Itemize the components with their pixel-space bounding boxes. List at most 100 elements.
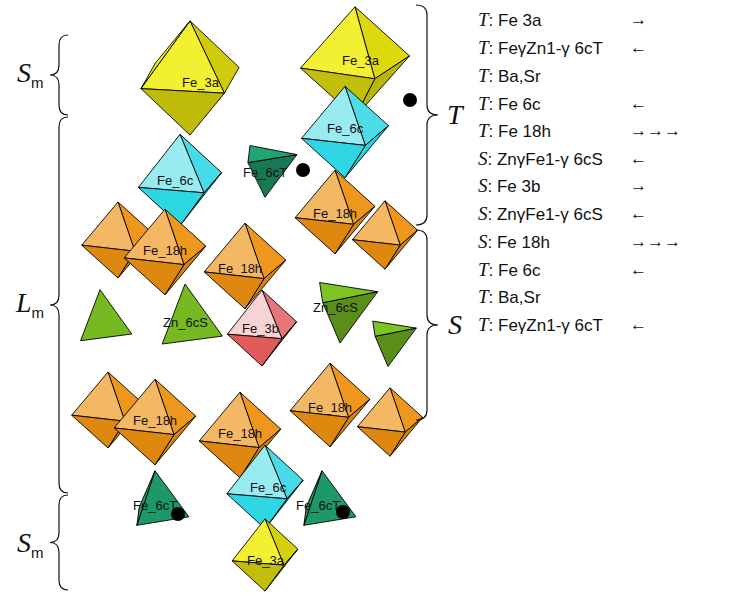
entry-text: : Fe 3a	[489, 11, 542, 30]
subscript: m	[32, 304, 45, 321]
entry-text: : Fe 18h	[489, 122, 551, 141]
site-label-box: Fe_6c	[248, 479, 288, 496]
entry-text: : Fe 18h	[488, 233, 550, 252]
polyhedron-face	[227, 290, 282, 339]
polyhedron-face	[162, 284, 222, 344]
entry-text: : FeγZn1-γ 6cT	[489, 39, 603, 58]
polyhedron-face	[114, 428, 174, 465]
site-list-entry: S: ZnγFe1-γ 6cS	[478, 204, 603, 225]
site-label: Fe_6cT	[243, 165, 287, 180]
curly-brace	[416, 230, 438, 420]
site-label: Fe_18h	[143, 243, 187, 258]
spin-arrow: ←	[630, 315, 647, 335]
site-label-box: Fe_6c	[325, 120, 365, 137]
polyhedron-face	[227, 445, 287, 499]
script-letter: S	[448, 309, 462, 340]
script-letter: T	[478, 286, 489, 307]
site-label: Fe_3b	[242, 321, 279, 336]
script-letter: T	[478, 65, 489, 86]
polyhedron-face	[72, 372, 125, 421]
subscript: m	[31, 544, 44, 561]
spin-arrow: ←	[630, 204, 647, 224]
site-label: Fe_18h	[218, 426, 262, 441]
entry-text: : Fe 3b	[488, 177, 541, 196]
site-label-box: Fe_18h	[216, 260, 264, 277]
site-list-entry: S: ZnγFe1-γ 6cS	[478, 149, 603, 170]
site-list-entry: S: Fe 18h	[478, 232, 550, 253]
site-label-box: Fe_3a	[180, 74, 221, 91]
polyhedron-face	[320, 283, 378, 303]
spin-arrow: →→→	[630, 121, 681, 141]
polyhedron-face	[81, 290, 132, 341]
site-label-box: Fe_6cT	[294, 497, 342, 514]
site-label-box: Fe_6cT	[241, 164, 289, 181]
site-list-entry: T: Ba,Sr	[478, 287, 541, 308]
site-label: Fe_3a	[247, 553, 284, 568]
block-label: T	[447, 100, 463, 130]
ion-dots	[171, 93, 417, 521]
polyhedron-face	[72, 415, 125, 448]
script-letter: S	[17, 527, 31, 558]
spin-arrow: →	[630, 176, 647, 196]
spin-arrow: ←	[630, 38, 647, 58]
site-label: Fe_6c	[327, 121, 363, 136]
ion-dot	[296, 163, 310, 177]
site-list-entry: T: FeγZn1-γ 6cT	[478, 38, 603, 59]
site-label-box: Fe_6cT	[131, 497, 179, 514]
block-label: S	[448, 310, 462, 340]
script-letter: T	[478, 93, 489, 114]
polyhedron-face	[373, 321, 417, 336]
polyhedron-face	[204, 223, 264, 278]
entry-text: : Fe 6c	[489, 95, 541, 114]
polyhedron-face	[82, 245, 135, 278]
site-label: Fe_6c	[250, 480, 286, 495]
block-label: Lm	[16, 288, 44, 323]
site-label-box: Zn_6cS	[161, 314, 210, 331]
script-letter: T	[478, 9, 489, 30]
script-letter: S	[478, 175, 488, 196]
polyhedron-face	[227, 334, 282, 366]
polyhedron-face	[138, 134, 204, 193]
script-letter: T	[478, 120, 489, 141]
site-label-box: Fe_3a	[340, 52, 381, 69]
ion-dot	[403, 93, 417, 107]
braces	[50, 5, 438, 590]
site-list-entry: T: Fe 3a	[478, 10, 542, 31]
site-label-box: Zn_6cS	[311, 299, 360, 316]
curly-brace	[50, 117, 68, 493]
site-label-box: Fe_3a	[245, 552, 286, 569]
spin-arrow: ←	[630, 94, 647, 114]
script-letter: S	[17, 57, 31, 88]
script-letter: S	[478, 203, 488, 224]
entry-text: : Ba,Sr	[489, 288, 541, 307]
script-letter: S	[478, 148, 488, 169]
spin-arrow: →	[630, 10, 647, 30]
curly-brace	[416, 5, 438, 225]
site-list-entry: S: Fe 3b	[478, 176, 540, 197]
site-label-box: Fe_3b	[240, 320, 281, 337]
site-label: Zn_6cS	[163, 315, 208, 330]
site-label: Fe_18h	[218, 261, 262, 276]
site-label: Fe_18h	[313, 206, 357, 221]
site-label: Fe_6cT	[133, 498, 177, 513]
site-label-box: Fe_18h	[306, 399, 354, 416]
polyhedron-face	[301, 7, 375, 79]
entry-text: : ZnγFe1-γ 6cS	[488, 150, 603, 169]
block-label: Sm	[17, 58, 44, 93]
site-label: Fe_6c	[157, 173, 193, 188]
curly-brace	[50, 495, 68, 590]
script-letter: S	[478, 231, 488, 252]
site-label-box: Fe_6c	[155, 172, 195, 189]
site-label: Fe_18h	[133, 413, 177, 428]
site-label: Fe_18h	[308, 400, 352, 415]
script-letter: T	[478, 37, 489, 58]
script-letter: L	[16, 287, 32, 318]
site-list-entry: T: Fe 6c	[478, 260, 541, 281]
polyhedron-face	[357, 427, 405, 457]
polyhedra	[72, 7, 423, 591]
block-label: Sm	[17, 528, 44, 563]
site-label-box: Fe_18h	[141, 242, 189, 259]
subscript: m	[31, 74, 44, 91]
